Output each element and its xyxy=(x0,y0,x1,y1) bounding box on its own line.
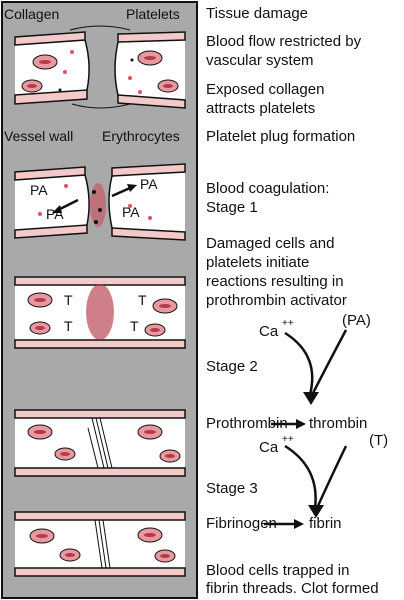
calcium-label: Ca xyxy=(259,439,279,456)
erythrocyte xyxy=(32,54,58,70)
pa-mark: PA xyxy=(46,206,64,222)
label-platelets: Platelets xyxy=(126,6,180,22)
stage2-label: Stage 2 xyxy=(206,358,258,375)
erythrocyte xyxy=(21,79,43,93)
erythrocyte xyxy=(137,50,163,66)
step-coagulation: Blood coagulation: xyxy=(206,180,330,197)
reaction-arrows xyxy=(264,329,348,526)
step-damaged-cells-3: reactions resulting in xyxy=(206,273,344,290)
t-mark: T xyxy=(130,318,139,334)
erythrocyte xyxy=(152,298,178,314)
stage3-label: Stage 3 xyxy=(206,480,258,497)
thrombin-abbrev: (T) xyxy=(369,432,389,449)
step-tissue-damage: Tissue damage xyxy=(206,5,308,22)
calcium-label: Ca xyxy=(259,323,279,340)
pa-mark: PA xyxy=(122,204,140,220)
t-mark: T xyxy=(64,318,73,334)
step-plug-formation: Platelet plug formation xyxy=(206,128,356,145)
step-flow-restricted: Blood flow restricted by xyxy=(206,33,362,50)
prothrombin-label: Prothrombin xyxy=(206,415,288,432)
fibrin-label: fibrin xyxy=(309,515,342,532)
erythrocyte xyxy=(59,548,81,562)
erythrocyte xyxy=(159,449,181,463)
erythrocyte xyxy=(157,79,179,93)
vessel-platelet-plug xyxy=(14,163,186,241)
pa-mark: PA xyxy=(140,176,158,192)
erythrocyte xyxy=(27,424,53,440)
step-stage1: Stage 1 xyxy=(206,199,258,216)
fibrinogen-label: Fibrinogen xyxy=(206,515,277,532)
erythrocyte xyxy=(154,549,176,563)
t-mark: T xyxy=(138,292,147,308)
erythrocyte xyxy=(29,321,51,335)
prothrombin-activator-label: (PA) xyxy=(342,312,371,329)
step-exposed-collagen-cont: attracts platelets xyxy=(206,100,316,117)
calcium-charge: ++ xyxy=(282,318,294,329)
vessel-thrombin-stage xyxy=(14,276,186,349)
thrombin-label: thrombin xyxy=(309,415,368,432)
step-damaged-cells-2: platelets initiate xyxy=(206,254,310,271)
step-cells-trapped: Blood cells trapped in xyxy=(206,562,350,579)
label-vessel-wall: Vessel wall xyxy=(4,128,74,144)
label-erythrocytes: Erythrocytes xyxy=(102,128,180,144)
erythrocyte xyxy=(27,292,53,308)
erythrocyte xyxy=(137,527,163,543)
step-clot-formed: fibrin threads. Clot formed xyxy=(206,580,379,597)
vessel-damaged xyxy=(14,25,186,109)
step-damaged-cells-4: prothrombin activator xyxy=(206,292,347,309)
erythrocyte xyxy=(137,424,163,440)
t-mark: T xyxy=(64,292,73,308)
vessel-clot-formed xyxy=(14,511,186,577)
pa-mark: PA xyxy=(30,182,48,198)
erythrocyte xyxy=(29,528,55,544)
arrowheads xyxy=(294,392,324,529)
step-flow-restricted-cont: vascular system xyxy=(206,52,314,69)
calcium-charge: ++ xyxy=(282,434,294,445)
step-damaged-cells: Damaged cells and xyxy=(206,235,335,252)
step-exposed-collagen: Exposed collagen xyxy=(206,81,325,98)
vessel-fibrin-forming xyxy=(14,409,186,477)
erythrocyte xyxy=(54,447,76,461)
erythrocyte xyxy=(144,323,166,337)
label-collagen: Collagen xyxy=(4,6,60,22)
